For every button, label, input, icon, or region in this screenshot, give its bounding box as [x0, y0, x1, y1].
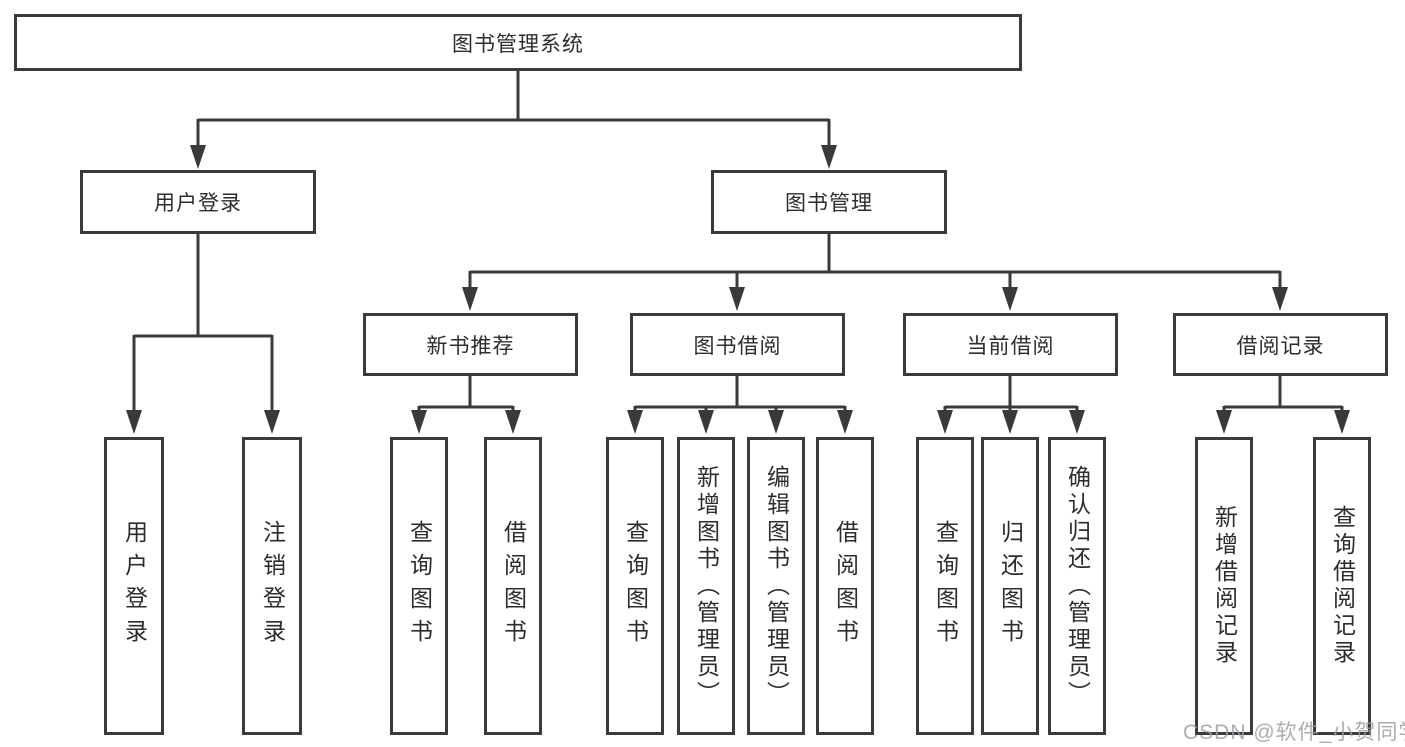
leaf-label: 新增借阅记录 [1211, 505, 1238, 667]
leaf-label: 借阅图书 [832, 520, 859, 652]
branch-label: 图书管理 [785, 192, 873, 215]
branch-label: 用户登录 [154, 192, 242, 215]
leaf-query-books-recommend: 查询图书 [390, 437, 448, 735]
arrowheads [126, 145, 1350, 434]
root-label: 图书管理系统 [452, 32, 584, 56]
section-new-book-recommend: 新书推荐 [363, 313, 578, 376]
leaf-label: 确认归还（管理员） [1064, 464, 1091, 708]
csdn-watermark: CSDN @软件_小贺同学 [1183, 721, 1405, 744]
leaf-label: 归还图书 [997, 520, 1024, 652]
leaf-add-borrow-record: 新增借阅记录 [1195, 437, 1253, 735]
leaf-label: 查询图书 [406, 520, 433, 652]
leaf-label: 新增图书（管理员） [693, 464, 720, 708]
branch-user-login: 用户登录 [80, 170, 316, 234]
leaf-return-books: 归还图书 [981, 437, 1039, 735]
leaf-label: 注销登录 [259, 520, 286, 652]
leaf-edit-books-admin: 编辑图书（管理员） [747, 437, 805, 735]
leaf-label: 查询图书 [622, 520, 649, 652]
leaf-label: 借阅图书 [500, 520, 527, 652]
section-label: 借阅记录 [1236, 334, 1325, 358]
section-borrow-records: 借阅记录 [1173, 313, 1388, 376]
branch-book-management: 图书管理 [711, 170, 947, 234]
leaf-confirm-return-admin: 确认归还（管理员） [1048, 437, 1106, 735]
leaf-label: 查询图书 [932, 520, 959, 652]
leaf-label: 查询借阅记录 [1329, 505, 1356, 667]
section-current-borrow: 当前借阅 [903, 313, 1118, 376]
root-node-system: 图书管理系统 [14, 14, 1022, 71]
leaf-label: 编辑图书（管理员） [763, 464, 790, 708]
leaf-borrow-books: 借阅图书 [816, 437, 874, 735]
leaf-borrow-books-recommend: 借阅图书 [484, 437, 542, 735]
leaf-query-books-current: 查询图书 [916, 437, 974, 735]
section-book-borrow: 图书借阅 [630, 313, 845, 376]
leaf-query-books-borrow: 查询图书 [606, 437, 664, 735]
section-label: 当前借阅 [966, 334, 1055, 358]
section-label: 新书推荐 [426, 334, 515, 358]
section-label: 图书借阅 [693, 334, 782, 358]
leaf-user-login: 用户登录 [104, 437, 164, 735]
leaf-logout: 注销登录 [242, 437, 302, 735]
leaf-add-books-admin: 新增图书（管理员） [677, 437, 735, 735]
leaf-query-borrow-record: 查询借阅记录 [1313, 437, 1371, 735]
leaf-label: 用户登录 [121, 520, 148, 652]
